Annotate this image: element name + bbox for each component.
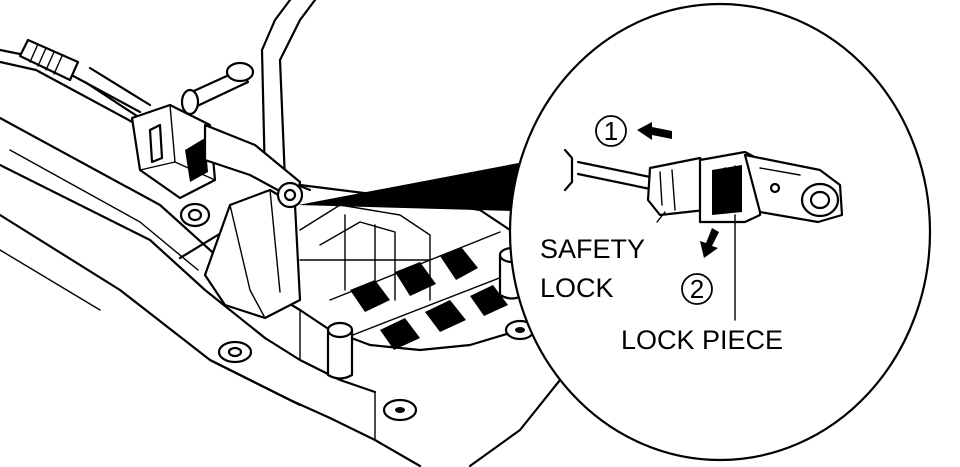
shift-lever-assembly (0, 0, 562, 467)
step-2-number: 2 (690, 274, 704, 304)
arrow-step-2-icon (700, 228, 719, 258)
detail-view-circle: 1 2 SAFETY LOCK LOCK PIECE (508, 2, 932, 462)
label-safety-lock-line1: SAFETY (540, 234, 645, 264)
leader-safety-lock (656, 211, 666, 223)
label-safety-lock-line2: LOCK (540, 273, 614, 303)
detail-callout-pointer (298, 158, 548, 212)
label-lock-piece: LOCK PIECE (621, 325, 783, 355)
arrow-step-1-icon (637, 122, 672, 140)
step-1-number: 1 (604, 116, 618, 146)
